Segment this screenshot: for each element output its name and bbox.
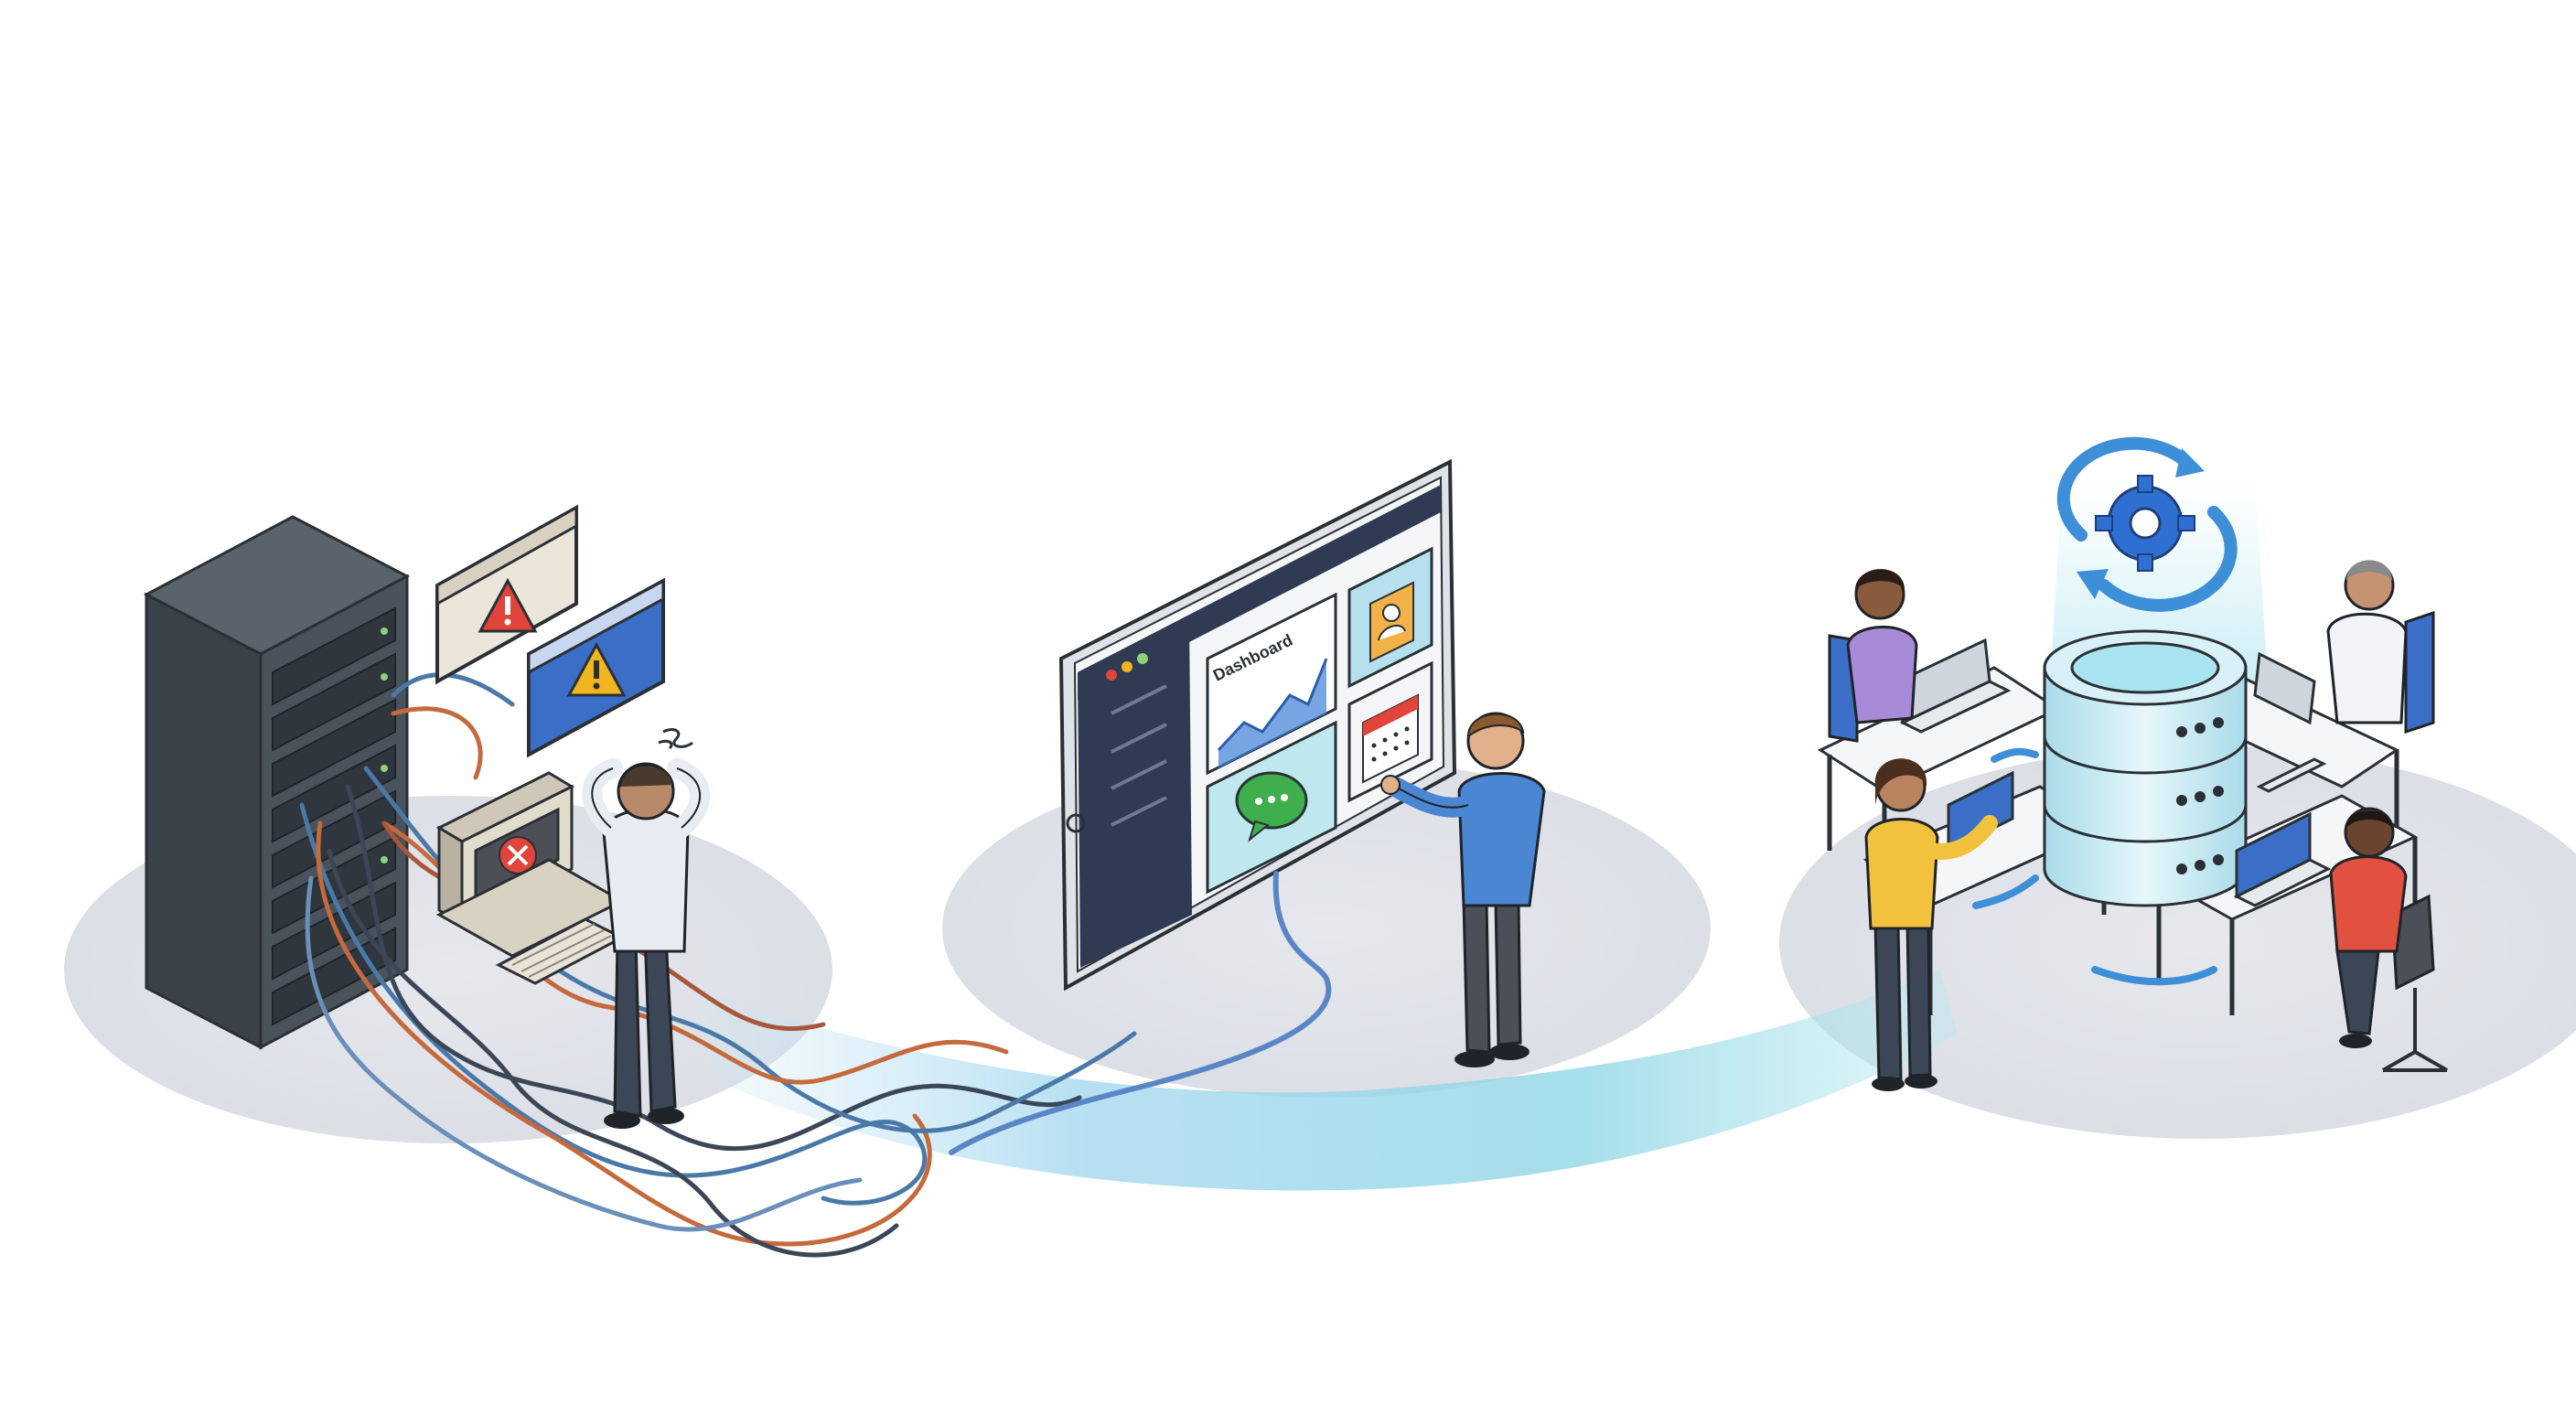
sync-gear [2056, 436, 2238, 612]
presenting-man [1380, 712, 1546, 1067]
dashboard-tablet: Dashboard [1058, 458, 1457, 992]
calendar-card [1347, 660, 1433, 803]
gear-icon [2095, 475, 2195, 572]
warning-window-blue [527, 577, 665, 758]
contact-book-icon [1369, 581, 1414, 663]
warning-icon [566, 641, 627, 697]
sync-arrows-icon [2056, 436, 2238, 612]
contact-card [1347, 546, 1433, 689]
database-icon [2043, 629, 2248, 907]
chat-bubble-icon [1235, 771, 1308, 842]
team-member-purple [1828, 569, 1918, 743]
circulation-arrows [1972, 747, 2217, 986]
team-member-red [2329, 807, 2448, 1072]
line-chart-icon [1217, 658, 1328, 768]
error-x-icon [499, 836, 537, 874]
clean-cable [949, 871, 1332, 1155]
warning-icon [478, 577, 538, 633]
calendar-icon [1362, 693, 1419, 784]
old-computer [435, 771, 626, 985]
server-rack [143, 515, 411, 1050]
laptops [1896, 638, 2332, 907]
chat-card [1206, 720, 1337, 895]
tablet-sidebar-menu [1111, 684, 1167, 827]
stressed-man [582, 728, 711, 1129]
team-member-yellow [1864, 758, 1998, 1091]
flow-band [695, 970, 1958, 1191]
warning-window-beige [435, 504, 578, 685]
team-member-white-shirt [2326, 560, 2435, 735]
